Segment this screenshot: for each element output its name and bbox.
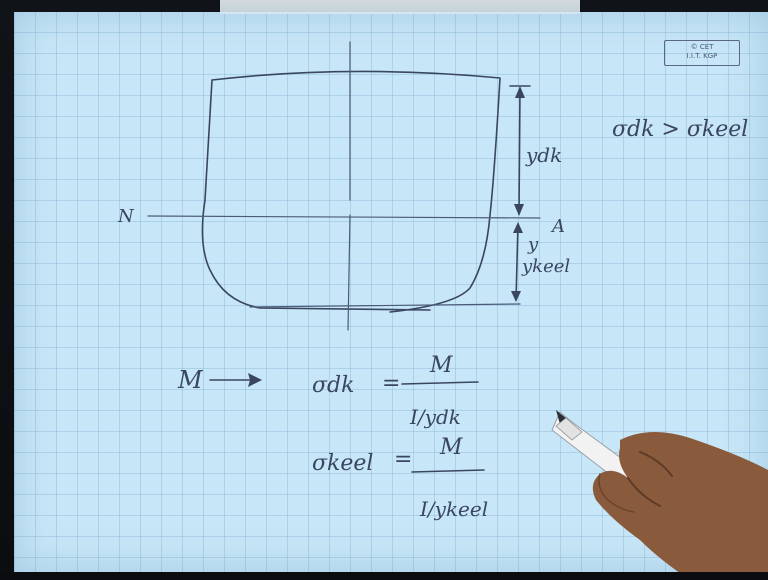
ykeel-arrow-top <box>513 222 523 233</box>
bottom-border <box>0 572 768 580</box>
ydk-dimension-line <box>518 87 521 215</box>
deck-denominator: I/ydk <box>409 405 461 429</box>
midsection-outline <box>201 70 501 313</box>
label-y-keel-prefix: y <box>527 234 539 255</box>
label-ydk: ydk <box>525 143 562 167</box>
ydk-arrow-top <box>515 86 525 98</box>
stamp-line-1: © CET <box>690 43 714 51</box>
inequality-text: σdk > σkeel <box>612 117 748 142</box>
paper-top-glare <box>220 0 580 14</box>
label-ykeel: ykeel <box>521 256 570 277</box>
grid-paper-sheet <box>14 12 768 572</box>
ykeel-dimension-line <box>515 223 519 301</box>
label-a: A <box>550 216 565 237</box>
keel-numerator: M <box>439 435 463 460</box>
baseline <box>249 303 521 308</box>
deck-equals: = <box>382 371 400 396</box>
ykeel-arrow-bottom <box>511 291 521 302</box>
keel-fraction-bar <box>411 469 485 473</box>
moment-label: M <box>177 366 204 394</box>
copyright-stamp: © CET I.I.T. KGP <box>664 40 740 66</box>
deck-lhs: σdk <box>312 373 354 398</box>
presenter-hand <box>592 431 768 580</box>
centerline <box>347 41 351 331</box>
ydk-arrow-bottom <box>514 204 524 216</box>
neutral-axis <box>147 215 541 219</box>
stamp-line-2: I.I.T. KGP <box>686 52 718 60</box>
moment-arrow-head <box>248 373 262 387</box>
deck-numerator: M <box>429 353 453 378</box>
keel-denominator: I/ykeel <box>419 497 488 521</box>
deck-fraction-bar <box>401 381 479 385</box>
keel-equals: = <box>394 447 412 472</box>
label-n: N <box>117 206 135 227</box>
keel-lhs: σkeel <box>312 451 373 476</box>
